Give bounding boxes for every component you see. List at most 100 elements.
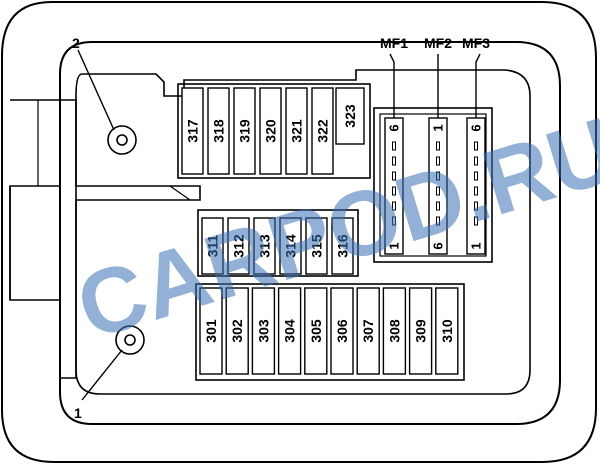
fuse-label: 321: [289, 119, 305, 143]
fuse-slot: [227, 217, 250, 275]
fuse-slot: [285, 87, 308, 175]
maxi-fuse-pin: [474, 156, 478, 166]
fuse-308: 308: [382, 287, 407, 375]
fuse-slot: [233, 87, 256, 175]
fuse-304: 304: [277, 287, 302, 375]
fuse-309: 309: [408, 287, 433, 375]
callout-2: 2: [72, 35, 80, 51]
maxi-fuse-bottom-pin: 6: [431, 242, 446, 249]
callout-1: 1: [74, 405, 82, 421]
fuse-label: 310: [439, 319, 455, 343]
fuse-label: 312: [231, 234, 247, 258]
maxi-fuse-body: [384, 117, 404, 255]
fuse-slot: [251, 287, 276, 375]
fuse-slot: [259, 87, 282, 175]
fuse-302: 302: [225, 287, 249, 375]
maxi-fuse-block: [373, 107, 493, 263]
fuse-label: 304: [282, 319, 298, 343]
fuse-label: 301: [203, 319, 219, 343]
maxi-fuse-leader: [389, 53, 395, 118]
fuse-label: 317: [185, 119, 201, 143]
fuse-301: 301: [199, 287, 223, 375]
fuse-slot: [199, 287, 223, 375]
fuse-label: 323: [342, 104, 358, 128]
mounting-hole-2: [107, 125, 137, 155]
maxi-fuse-title: MF2: [424, 35, 452, 51]
mounting-hole-1: [115, 325, 145, 355]
fuse-slot: [330, 287, 354, 375]
fuse-slot: [253, 217, 276, 275]
maxi-fuse-pin: [436, 141, 440, 151]
fuse-slot: [305, 217, 328, 275]
fuse-slot: [225, 287, 249, 375]
fuse-slot: [356, 287, 380, 375]
fuse-label: 322: [315, 119, 331, 143]
fuse-slot: [331, 217, 354, 275]
fuse-label: 316: [335, 234, 351, 258]
fuse-label: 306: [334, 319, 350, 343]
fuse-320: 320: [259, 87, 282, 175]
fuse-slot: [382, 287, 407, 375]
fuse-313: 313: [253, 217, 276, 275]
callout-leader-2: [77, 49, 115, 131]
maxi-fuse-mf2: MF2 1 6: [424, 35, 452, 255]
maxi-fuse-body: [466, 117, 486, 255]
maxi-fuse-pin: [474, 141, 478, 151]
maxi-fuse-pin: [392, 156, 396, 166]
fuse-312: 312: [227, 217, 250, 275]
maxi-fuse-top-pin: 1: [431, 124, 446, 131]
fuse-323: 323: [335, 87, 365, 145]
fuse-label: 309: [413, 319, 429, 343]
fuse-label: 302: [229, 319, 245, 343]
cover-panel: [75, 69, 531, 395]
fuse-317: 317: [181, 87, 204, 175]
maxi-fuse-bottom-pin: 1: [469, 242, 484, 249]
maxi-fuse-mf3: MF3 6 1: [462, 35, 490, 255]
fuse-318: 318: [207, 87, 230, 175]
fuse-322: 322: [311, 87, 334, 175]
upper-fuse-row: 317 318 319 320 321 322: [181, 87, 334, 175]
fuse-321: 321: [285, 87, 308, 175]
fuse-slot: [207, 87, 230, 175]
maxi-fuse-pin: [436, 156, 440, 166]
bracket-edge: [169, 185, 191, 201]
maxi-fuse-title: MF3: [462, 35, 490, 51]
fuse-slot: [201, 217, 224, 275]
maxi-fuse-pin: [474, 171, 478, 181]
fuse-307: 307: [356, 287, 380, 375]
maxi-fuse-top-pin: 6: [469, 124, 484, 131]
maxi-fuse-pin: [474, 216, 478, 226]
maxi-fuse-leader: [475, 53, 481, 118]
fuse-label: 308: [386, 319, 402, 343]
fuse-slot: [304, 287, 328, 375]
fuse-slot: [181, 87, 204, 175]
maxi-fuse-block-inner: [379, 113, 487, 257]
fuse-label: 307: [360, 319, 376, 343]
maxi-fuse-body: [428, 117, 448, 255]
fuse-slot: [435, 287, 459, 375]
middle-fuse-block: [197, 209, 359, 277]
fuse-slot: [335, 87, 365, 145]
lower-fuse-block: [195, 283, 465, 381]
fuse-label: 314: [283, 234, 299, 258]
fuse-label: 313: [257, 234, 273, 258]
maxi-fuse-top-pin: 6: [387, 124, 402, 131]
fuse-label: 320: [263, 119, 279, 143]
fuse-slot: [311, 87, 334, 175]
fuse-slot: [277, 287, 302, 375]
fuse-label: 305: [308, 319, 324, 343]
maxi-fuse-pin: [392, 201, 396, 211]
fuse-slot: [279, 217, 302, 275]
maxi-fuse-pin: [392, 186, 396, 196]
fuse-316: 316: [331, 217, 354, 275]
fuse-305: 305: [304, 287, 328, 375]
fuse-label: 319: [237, 119, 253, 143]
maxi-fuse-pin: [392, 216, 396, 226]
upper-fuse-block: [177, 83, 371, 179]
fuse-310: 310: [435, 287, 459, 375]
fuse-314: 314: [279, 217, 302, 275]
